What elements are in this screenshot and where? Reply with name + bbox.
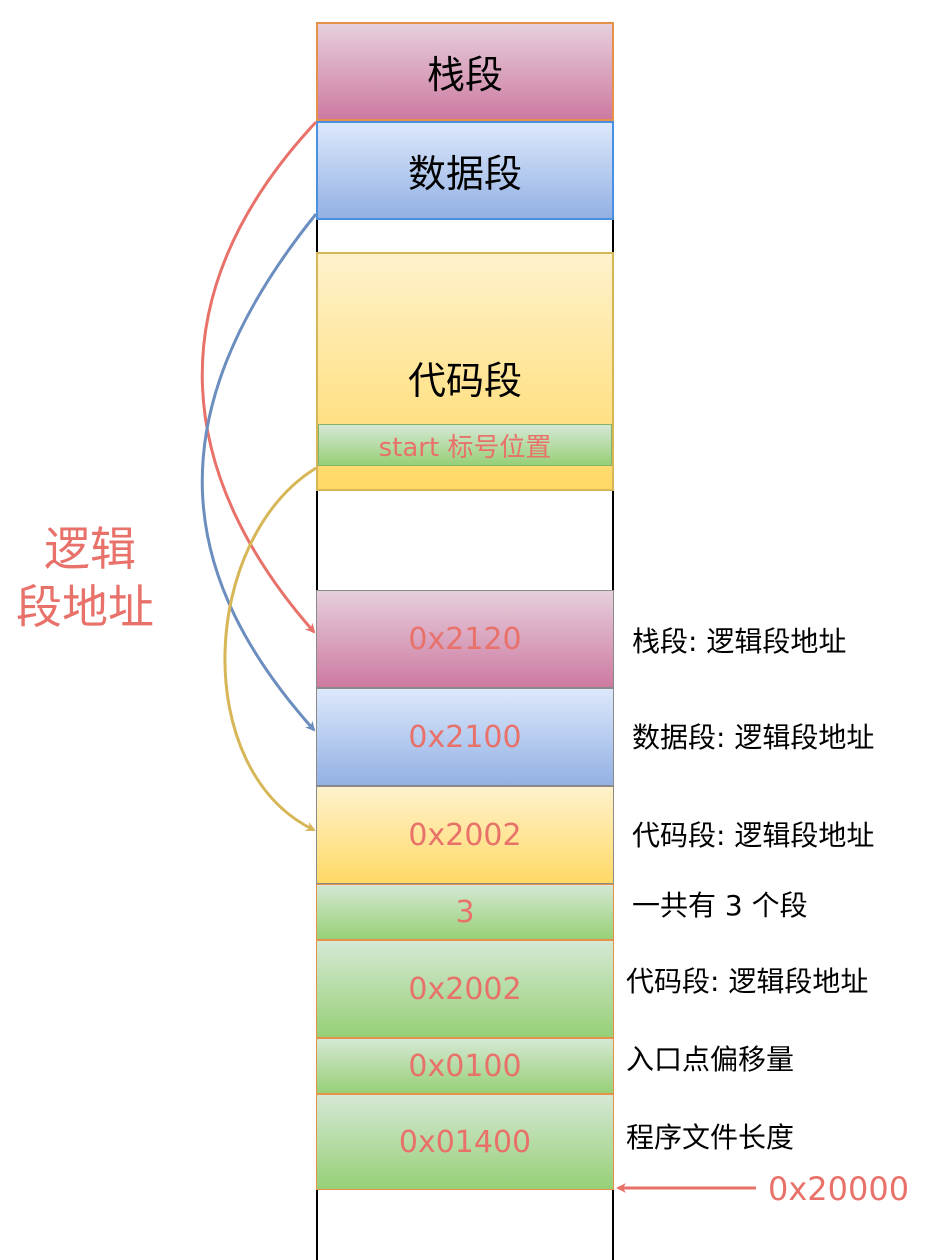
note-entry-segment: 代码段: 逻辑段地址: [626, 960, 869, 1000]
header-stack-address: 0x2120: [316, 590, 614, 688]
logical-segment-address-label: 逻辑 段地址: [16, 520, 196, 636]
start-label-text: start 标号位置: [378, 432, 552, 463]
data-segment-label: 数据段: [407, 152, 522, 196]
header-entry-segment-value: 0x2002: [408, 971, 522, 1007]
header-segment-count-value: 3: [455, 894, 475, 930]
header-stack-address-value: 0x2120: [408, 621, 522, 657]
header-data-address: 0x2100: [316, 688, 614, 786]
left-label-line-2: 段地址: [16, 580, 154, 634]
data-segment: 数据段: [316, 121, 614, 220]
stack-segment: 栈段: [316, 22, 614, 121]
start-label-position: start 标号位置: [318, 424, 612, 466]
arrow-data-to-header: [200, 213, 318, 732]
header-file-length: 0x01400: [316, 1094, 614, 1190]
header-data-address-value: 0x2100: [408, 719, 522, 755]
note-data: 数据段: 逻辑段地址: [632, 716, 875, 756]
header-file-length-value: 0x01400: [398, 1124, 532, 1160]
note-file-length: 程序文件长度: [626, 1116, 795, 1156]
header-code-address-value: 0x2002: [408, 817, 522, 853]
note-entry-offset: 入口点偏移量: [626, 1038, 795, 1078]
note-stack: 栈段: 逻辑段地址: [632, 620, 847, 660]
header-entry-offset-value: 0x0100: [408, 1048, 522, 1084]
note-segment-count: 一共有 3 个段: [632, 884, 808, 924]
code-segment-label: 代码段: [407, 359, 522, 403]
header-code-address: 0x2002: [316, 786, 614, 884]
load-address-label: 0x20000: [768, 1170, 910, 1208]
arrow-code-to-header: [223, 466, 317, 832]
header-entry-offset: 0x0100: [316, 1038, 614, 1094]
header-segment-count: 3: [316, 884, 614, 940]
note-code: 代码段: 逻辑段地址: [632, 814, 875, 854]
left-label-line-1: 逻辑: [44, 522, 136, 576]
stack-segment-label: 栈段: [426, 53, 503, 97]
arrow-stack-to-header: [200, 120, 318, 634]
header-entry-segment: 0x2002: [316, 940, 614, 1038]
